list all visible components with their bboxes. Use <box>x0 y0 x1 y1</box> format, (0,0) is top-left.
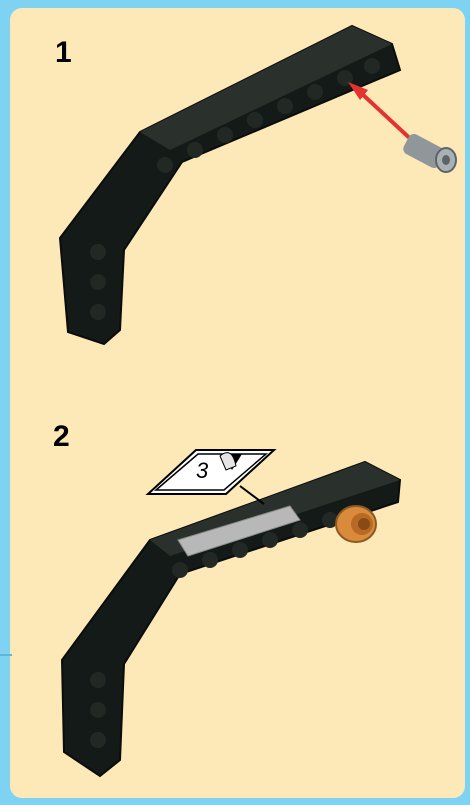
sticker-number-label: 3 <box>196 458 208 484</box>
bushing-icon <box>336 506 376 542</box>
sticker-callout-icon <box>148 450 274 504</box>
